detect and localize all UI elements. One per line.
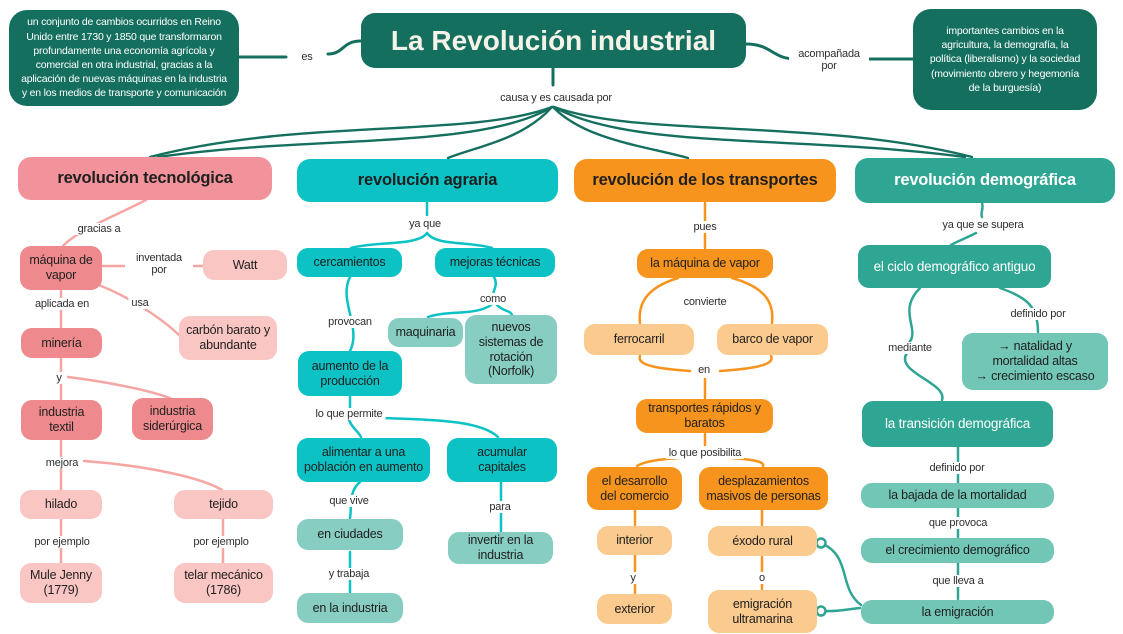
edge-label-y-1: y [53, 371, 65, 385]
node-acumular-capitales[interactable]: acumular capitales [447, 438, 557, 482]
edge-label-por-ejemplo-2: por ejemplo [190, 535, 252, 549]
edge-label-ya-que-se-supera: ya que se supera [939, 218, 1027, 232]
edge-label-que-provoca: que provoca [925, 516, 991, 530]
edge-label-mediante: mediante [885, 341, 935, 355]
edge-label-o: o [756, 571, 768, 585]
node-revolucion-agraria[interactable]: revolución agraria [297, 159, 558, 202]
edge-label-pues: pues [690, 220, 720, 234]
node-desarrollo-comercio[interactable]: el desarrollo del comercio [587, 467, 682, 510]
node-definition-left[interactable]: un conjunto de cambios ocurridos en Rein… [9, 10, 239, 106]
node-title[interactable]: La Revolución industrial [361, 13, 746, 68]
edge-label-que-vive: que vive [326, 494, 372, 508]
edge-label-usa: usa [128, 296, 152, 310]
edge-label-aplicada-en: aplicada en [31, 297, 93, 311]
node-industria-textil[interactable]: industria textil [21, 400, 102, 440]
edge-label-lo-que-posibilita: lo que posibilita [665, 446, 745, 460]
node-barco-de-vapor[interactable]: barco de vapor [717, 324, 828, 355]
edge-label-es: es [298, 50, 316, 64]
edge-label-por-ejemplo-1: por ejemplo [31, 535, 93, 549]
edge-label-definido-por-2: definido por [926, 461, 988, 475]
node-hilado[interactable]: hilado [20, 490, 102, 519]
connector-dot [815, 537, 827, 549]
node-revolucion-transportes[interactable]: revolución de los transportes [574, 159, 836, 202]
node-exterior[interactable]: exterior [597, 594, 672, 624]
node-desplazamientos[interactable]: desplazamientos masivos de personas [699, 467, 828, 510]
node-definition-right[interactable]: importantes cambios en la agricultura, l… [913, 9, 1097, 110]
node-la-emigracion[interactable]: la emigración [861, 600, 1054, 624]
node-mineria[interactable]: minería [21, 328, 102, 358]
node-maquinaria[interactable]: maquinaria [388, 318, 463, 347]
node-transicion-demografica[interactable]: la transición demográfica [862, 401, 1053, 447]
node-la-maquina-de-vapor[interactable]: la máquina de vapor [637, 249, 773, 278]
edge-label-provocan: provocan [325, 315, 375, 329]
edge-label-acompanada-por: acompañada por [789, 47, 869, 73]
connector-dot [815, 605, 827, 617]
node-telar-mecanico[interactable]: telar mecánico (1786) [174, 563, 273, 603]
node-mule-jenny[interactable]: Mule Jenny (1779) [20, 563, 102, 603]
node-bajada-mortalidad[interactable]: la bajada de la mortalidad [861, 483, 1054, 508]
edge-label-que-lleva-a: que lleva a [929, 574, 987, 588]
node-cercamientos[interactable]: cercamientos [297, 248, 402, 277]
node-emigracion-ultramarina[interactable]: emigración ultramarina [708, 590, 817, 633]
edge-label-causa: causa y es causada por [497, 91, 615, 105]
node-mejoras-tecnicas[interactable]: mejoras técnicas [435, 248, 555, 277]
node-crecimiento-demografico[interactable]: el crecimiento demográfico [861, 538, 1054, 563]
node-maquina-de-vapor[interactable]: máquina de vapor [20, 246, 102, 290]
node-invertir-industria[interactable]: invertir en la industria [448, 532, 553, 564]
edge-label-y-2: y [627, 571, 639, 585]
node-nuevos-sistemas[interactable]: nuevos sistemas de rotación (Norfolk) [465, 315, 557, 384]
node-ferrocarril[interactable]: ferrocarril [584, 324, 694, 355]
edge-label-inventada-por: inventada por [125, 251, 193, 277]
edge-label-y-trabaja: y trabaja [325, 567, 373, 581]
edge-label-como: como [476, 292, 510, 306]
node-en-ciudades[interactable]: en ciudades [297, 519, 403, 550]
edge-label-convierte: convierte [680, 295, 730, 309]
node-natalidad-mortalidad[interactable]: → natalidad y mortalidad altas → crecimi… [962, 333, 1108, 390]
node-transportes-rapidos[interactable]: transportes rápidos y baratos [636, 399, 773, 433]
node-industria-siderurgica[interactable]: industria siderúrgica [132, 398, 213, 440]
node-watt[interactable]: Watt [203, 250, 287, 280]
node-carbon-barato[interactable]: carbón barato y abundante [179, 316, 277, 360]
node-tejido[interactable]: tejido [174, 490, 273, 519]
node-exodo-rural[interactable]: éxodo rural [708, 526, 817, 556]
edge-label-gracias-a: gracias a [74, 222, 124, 236]
edge-label-mejora: mejora [42, 456, 82, 470]
node-ciclo-demografico-antiguo[interactable]: el ciclo demográfico antiguo [858, 245, 1051, 288]
node-en-la-industria[interactable]: en la industria [297, 593, 403, 623]
node-revolucion-tecnologica[interactable]: revolución tecnológica [18, 157, 272, 200]
edge-label-lo-que-permite: lo que permite [312, 407, 386, 421]
edge-label-ya-que: ya que [406, 217, 444, 231]
edge-label-definido-por-1: definido por [1007, 307, 1069, 321]
edge-label-en: en [695, 363, 713, 377]
edge-label-para: para [486, 500, 514, 514]
node-alimentar-poblacion[interactable]: alimentar a una población en aumento [297, 438, 430, 482]
node-interior[interactable]: interior [597, 526, 672, 555]
node-revolucion-demografica[interactable]: revolución demográfica [855, 158, 1115, 203]
node-aumento-produccion[interactable]: aumento de la producción [298, 351, 402, 396]
